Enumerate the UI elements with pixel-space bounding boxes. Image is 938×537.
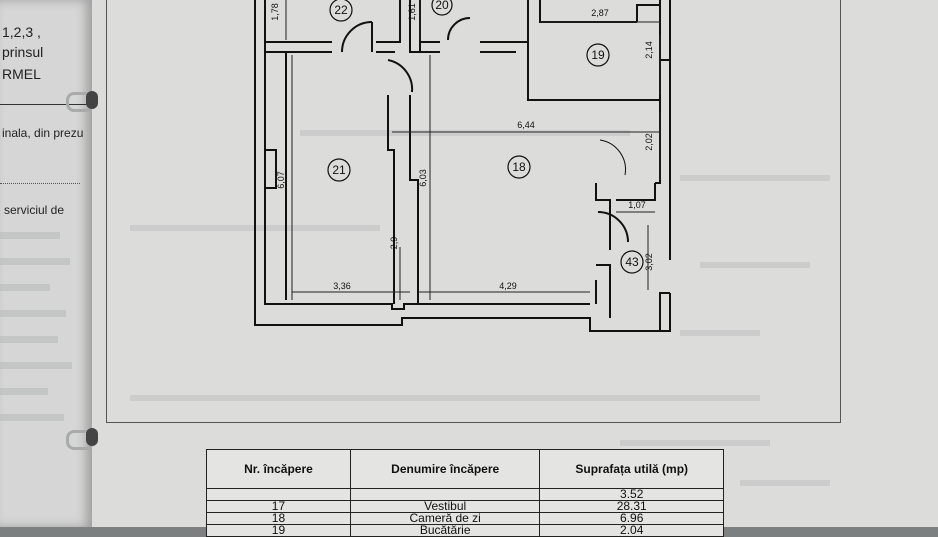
punch-hole-icon	[86, 91, 98, 109]
bleed-through-text	[740, 480, 830, 486]
left-text-line: RMEL	[2, 66, 41, 82]
faint-text	[0, 258, 70, 265]
window-niche	[636, 4, 660, 22]
dimension-label: 6,44	[517, 120, 535, 130]
left-text-line: serviciul de	[4, 203, 65, 217]
interior-wall	[387, 95, 395, 304]
punch-hole-icon	[86, 428, 98, 446]
dimension-label: 6,03	[418, 169, 428, 187]
dotted-line	[0, 183, 80, 184]
bleed-through-text	[680, 175, 830, 181]
door-arc	[599, 139, 626, 176]
column-header: Denumire încăpere	[349, 449, 541, 489]
bleed-through-text	[130, 395, 760, 401]
table-row: 3.52	[206, 488, 724, 501]
left-text-line: prinsul	[2, 44, 44, 60]
door-arc	[341, 21, 373, 53]
rooms-table: Nr. încăpere Denumire încăpere Suprafața…	[206, 449, 724, 537]
dimension-label: 1,78	[270, 3, 280, 21]
dimension-label: 3,36	[333, 281, 351, 291]
faint-text	[0, 414, 64, 421]
faint-text	[0, 362, 72, 369]
dimension-label: 1,07	[628, 200, 646, 210]
bleed-through-text	[300, 130, 630, 136]
plan-frame	[106, 0, 841, 423]
door-arc	[447, 17, 471, 41]
room-number: 43	[625, 255, 639, 269]
room-number: 18	[512, 160, 526, 174]
outer-wall	[655, 0, 661, 184]
column-header: Nr. încăpere	[206, 449, 351, 489]
interior-wall	[409, 95, 419, 304]
table-cell: 3.52	[539, 488, 724, 501]
door-arc	[597, 211, 629, 243]
table-header-row: Nr. încăpere Denumire încăpere Suprafața…	[206, 449, 724, 489]
interior-wall	[480, 41, 660, 101]
interior-wall	[659, 292, 670, 331]
table-row: 18 Cameră de zi 6.96	[206, 512, 724, 525]
table-row: 19 Bucătărie 2.04	[206, 524, 724, 537]
interior-wall	[376, 0, 401, 43]
dimension-label: 3,02	[644, 253, 654, 271]
room-circle	[507, 155, 531, 179]
outer-wall	[264, 0, 590, 310]
wall-niche	[265, 51, 287, 300]
room-circle	[431, 0, 453, 16]
room-circle	[327, 158, 351, 182]
left-text-line: 1,2,3 ,	[2, 24, 41, 40]
room-circle	[329, 0, 353, 22]
room-number: 19	[591, 48, 605, 62]
interior-wall	[616, 183, 656, 201]
wall-niche	[265, 149, 277, 189]
room-circle	[620, 250, 644, 274]
bleed-through-text	[680, 330, 760, 336]
dimension-label: 2,02	[644, 133, 654, 151]
room-number: 22	[334, 3, 348, 17]
faint-text	[0, 336, 58, 343]
dimension-label: 2,14	[644, 41, 654, 59]
interior-wall	[595, 183, 611, 250]
window-niche	[660, 59, 671, 100]
dimension-label: 4,29	[499, 281, 517, 291]
divider	[0, 104, 90, 105]
interior-wall	[539, 0, 637, 23]
dimension-label: 1,61	[407, 3, 417, 21]
room-number: 20	[435, 0, 449, 12]
left-text-line: inala, din prezu	[2, 126, 84, 140]
faint-text	[0, 232, 60, 239]
room-number: 21	[332, 163, 346, 177]
column-header: Suprafața utilă (mp)	[539, 449, 724, 489]
faint-text	[0, 284, 50, 291]
dimension-label: 2,87	[591, 8, 609, 18]
faint-text	[0, 388, 48, 395]
table-cell: 2.04	[539, 524, 724, 537]
interior-wall	[596, 264, 611, 318]
table-cell: Bucătărie	[349, 524, 541, 537]
outer-wall	[254, 0, 671, 332]
dimension-label: 2,9	[389, 237, 399, 250]
table-cell: 19	[206, 524, 351, 537]
bleed-through-text	[620, 440, 770, 446]
bleed-through-text	[700, 262, 810, 268]
faint-text	[0, 310, 66, 317]
left-page: 1,2,3 , prinsul RMEL inala, din prezu se…	[0, 0, 92, 527]
room-circle	[586, 43, 610, 67]
dimension-label: 6,07	[276, 171, 286, 189]
door-arc	[387, 59, 414, 93]
